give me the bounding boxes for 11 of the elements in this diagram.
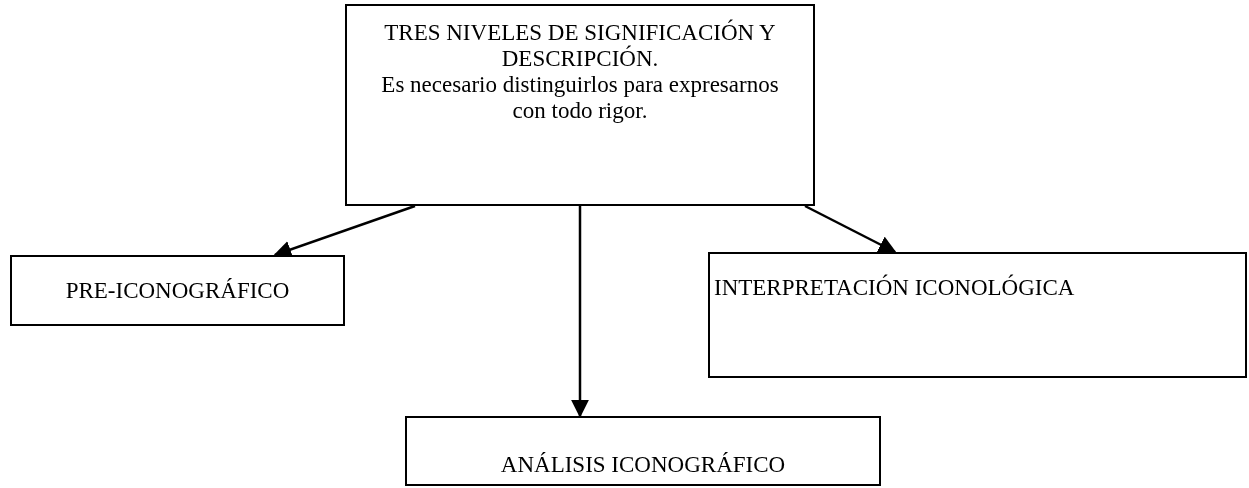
text-box [405, 416, 881, 486]
box-description: Es necesario distinguirlos para expresarnos con todo rigor. [380, 72, 780, 124]
text-box [708, 252, 1247, 378]
box-title: ANÁLISIS ICONOGRÁFICO [499, 452, 787, 478]
arrow [804, 204, 897, 254]
text-box [10, 255, 345, 326]
box-title: INTERPRETACIÓN ICONOLÓGICA [714, 275, 1076, 301]
box-title: PRE-ICONOGRÁFICO [64, 278, 291, 304]
text-box [345, 4, 815, 206]
arrow [571, 206, 589, 418]
box-title: TRES NIVELES DE SIGNIFICACIÓN Y DESCRIPCIÓN. [383, 20, 777, 72]
